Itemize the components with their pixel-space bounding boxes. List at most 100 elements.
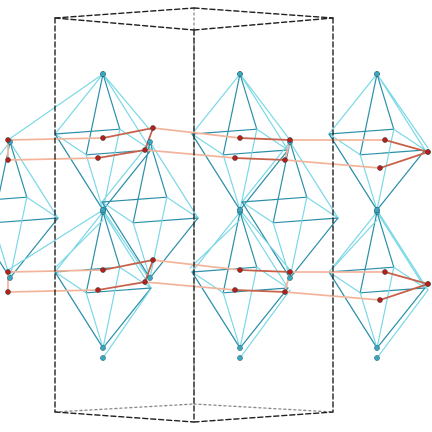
red-bond <box>234 157 286 161</box>
red-bond <box>144 281 236 291</box>
octahedron-edge <box>191 73 241 135</box>
red-bond <box>97 281 146 291</box>
octahedron-edge <box>241 141 291 203</box>
red-atom <box>5 269 11 275</box>
octahedron-edge <box>102 211 152 289</box>
octahedron-edge <box>0 141 11 156</box>
octahedron-edge <box>9 141 59 219</box>
cell-edge <box>54 411 195 423</box>
red-atom <box>382 137 388 143</box>
red-atom <box>150 125 156 131</box>
unit-cell-front-edges <box>54 7 334 423</box>
octahedron-edge <box>239 211 289 289</box>
red-atom <box>95 287 101 293</box>
octahedron-edge <box>149 196 168 279</box>
cyan-atom <box>147 275 153 281</box>
cyan-atom <box>100 71 106 77</box>
octahedron-edge <box>0 217 59 223</box>
red-atom <box>142 147 148 153</box>
octahedron-edge <box>191 271 224 294</box>
cyan-atom <box>237 355 243 361</box>
octahedron-edge <box>132 141 151 224</box>
red-atom <box>5 289 11 295</box>
octahedron-edge <box>102 266 121 349</box>
octahedron-link <box>189 219 241 269</box>
red-atom <box>287 137 293 143</box>
red-atom <box>425 281 431 287</box>
octahedron-edge <box>54 211 104 273</box>
red-atom <box>232 287 238 293</box>
red-bond <box>7 289 99 293</box>
octahedron-edge <box>54 271 104 349</box>
red-atom <box>425 149 431 155</box>
octahedron-edge <box>359 292 378 349</box>
octahedron-edge <box>191 266 258 273</box>
red-bond <box>144 149 236 159</box>
red-bond <box>152 259 241 271</box>
octahedron-edge <box>239 73 289 151</box>
red-bond <box>144 127 154 151</box>
atoms <box>5 71 431 361</box>
red-bond <box>144 259 154 283</box>
octahedron-edge <box>222 211 241 294</box>
red-atom <box>237 267 243 273</box>
octahedron-edge <box>222 73 241 156</box>
red-atom <box>382 269 388 275</box>
octahedron-edge <box>132 217 199 224</box>
octahedron-edge <box>101 196 168 203</box>
octahedron-edge <box>54 133 87 156</box>
red-atom <box>95 155 101 161</box>
octahedron-edge <box>376 149 426 211</box>
octahedron-edge <box>166 196 199 219</box>
cyan-atom <box>100 345 106 351</box>
octahedron-link <box>376 209 429 291</box>
red-atom <box>100 135 106 141</box>
cyan-atom <box>374 345 380 351</box>
octahedron-edge <box>0 196 28 200</box>
cell-edge-back <box>54 403 195 413</box>
cell-edge <box>193 7 334 19</box>
red-bond <box>7 157 99 161</box>
octahedron-edge <box>328 211 378 273</box>
red-bond <box>284 291 381 301</box>
octahedron-edge <box>102 149 152 211</box>
octahedron-edge <box>9 217 59 279</box>
red-bond <box>384 271 429 285</box>
octahedron-edge <box>359 154 378 211</box>
octahedron-edge <box>54 133 104 211</box>
octahedron-edge <box>359 73 378 156</box>
octahedron-edge <box>289 141 339 219</box>
octahedron-edge <box>222 154 241 211</box>
octahedron-edge <box>393 128 426 151</box>
red-atom <box>150 257 156 263</box>
octahedron-edge <box>102 287 152 349</box>
cell-edge <box>54 7 195 19</box>
octahedron-edge <box>191 211 241 273</box>
octahedron-edge <box>241 196 308 203</box>
red-bond <box>239 269 291 273</box>
octahedron-edge <box>102 211 121 268</box>
red-atom <box>232 155 238 161</box>
octahedron-edge <box>101 201 134 224</box>
octahedron-edge <box>328 133 361 156</box>
octahedron-edge <box>239 128 258 211</box>
red-bond <box>152 127 241 139</box>
octahedron-link <box>239 209 291 271</box>
octahedron-edge <box>101 201 151 279</box>
octahedron-link <box>102 209 151 281</box>
octahedron-edge <box>101 141 151 203</box>
octahedron-edge <box>85 73 104 156</box>
cyan-atom <box>100 355 106 361</box>
octahedron-link <box>54 219 104 269</box>
octahedron-edge <box>328 271 361 294</box>
octahedron-edge <box>239 287 289 349</box>
cell-edge <box>193 17 334 31</box>
red-bond <box>239 137 291 141</box>
octahedron-edge <box>0 261 11 279</box>
octahedron-edge <box>376 266 395 349</box>
octahedron-edge <box>102 73 152 151</box>
cyan-atom <box>374 355 380 361</box>
cyan-atom <box>237 71 243 77</box>
octahedron-edge <box>376 73 426 151</box>
